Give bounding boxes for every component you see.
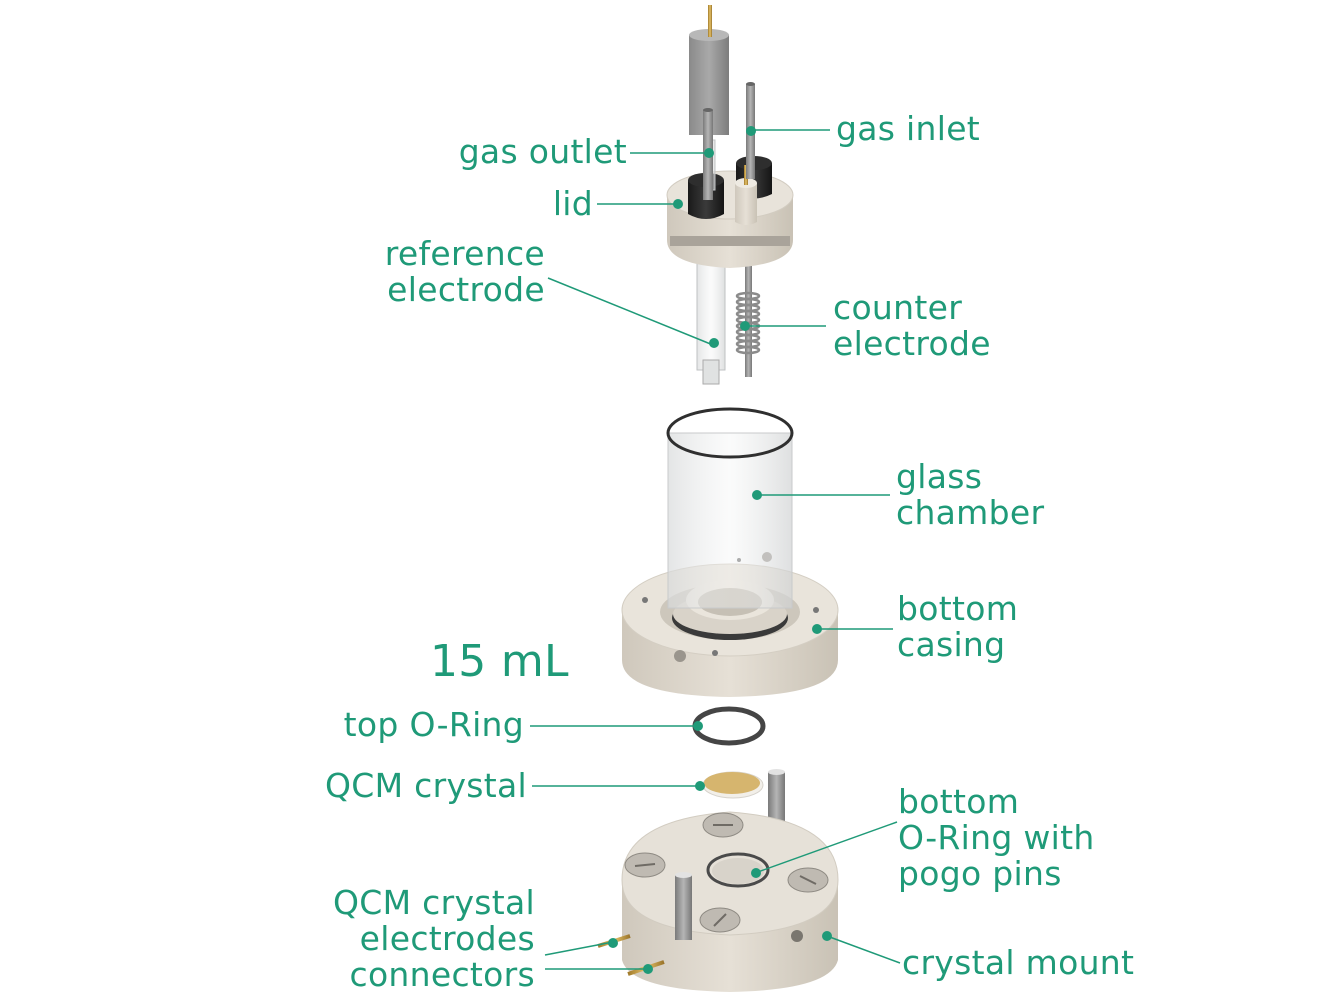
label-line: QCM crystal bbox=[332, 883, 535, 922]
label-line: reference bbox=[384, 234, 545, 273]
label-line: electrode bbox=[387, 270, 545, 309]
label-line: counter bbox=[833, 288, 963, 327]
label-line: connectors bbox=[349, 955, 535, 994]
label-qcm-crystal: QCM crystal bbox=[324, 766, 527, 805]
label-lid: lid bbox=[552, 184, 593, 223]
leader-dots bbox=[608, 126, 832, 974]
mount-assembly bbox=[597, 706, 839, 992]
label-counter-electrode: counter electrode bbox=[833, 290, 991, 362]
label-reference-electrode: reference electrode bbox=[385, 236, 545, 308]
lid-assembly bbox=[666, 5, 794, 385]
label-crystal-mount: crystal mount bbox=[902, 943, 1135, 982]
label-top-o-ring: top O-Ring bbox=[343, 705, 524, 744]
label-line: glass bbox=[896, 457, 983, 496]
label-line: bottom bbox=[898, 782, 1020, 821]
label-line: electrodes bbox=[359, 919, 535, 958]
label-line: O-Ring with bbox=[898, 818, 1095, 857]
label-connectors: QCM crystal electrodes connectors bbox=[333, 885, 535, 993]
label-line: casing bbox=[897, 625, 1006, 664]
volume-label: 15 mL bbox=[430, 636, 569, 687]
label-line: electrode bbox=[833, 324, 991, 363]
label-gas-outlet: gas outlet bbox=[458, 132, 627, 171]
chamber-assembly bbox=[621, 407, 839, 697]
label-gas-inlet: gas inlet bbox=[836, 109, 981, 148]
label-line: bottom bbox=[897, 589, 1019, 628]
leader-lines bbox=[530, 129, 901, 970]
label-glass-chamber: glass chamber bbox=[896, 459, 1044, 531]
label-line: chamber bbox=[896, 493, 1045, 532]
label-bottom-casing: bottom casing bbox=[897, 591, 1018, 663]
label-line: pogo pins bbox=[898, 854, 1062, 893]
label-bottom-o-ring: bottom O-Ring with pogo pins bbox=[898, 784, 1095, 892]
